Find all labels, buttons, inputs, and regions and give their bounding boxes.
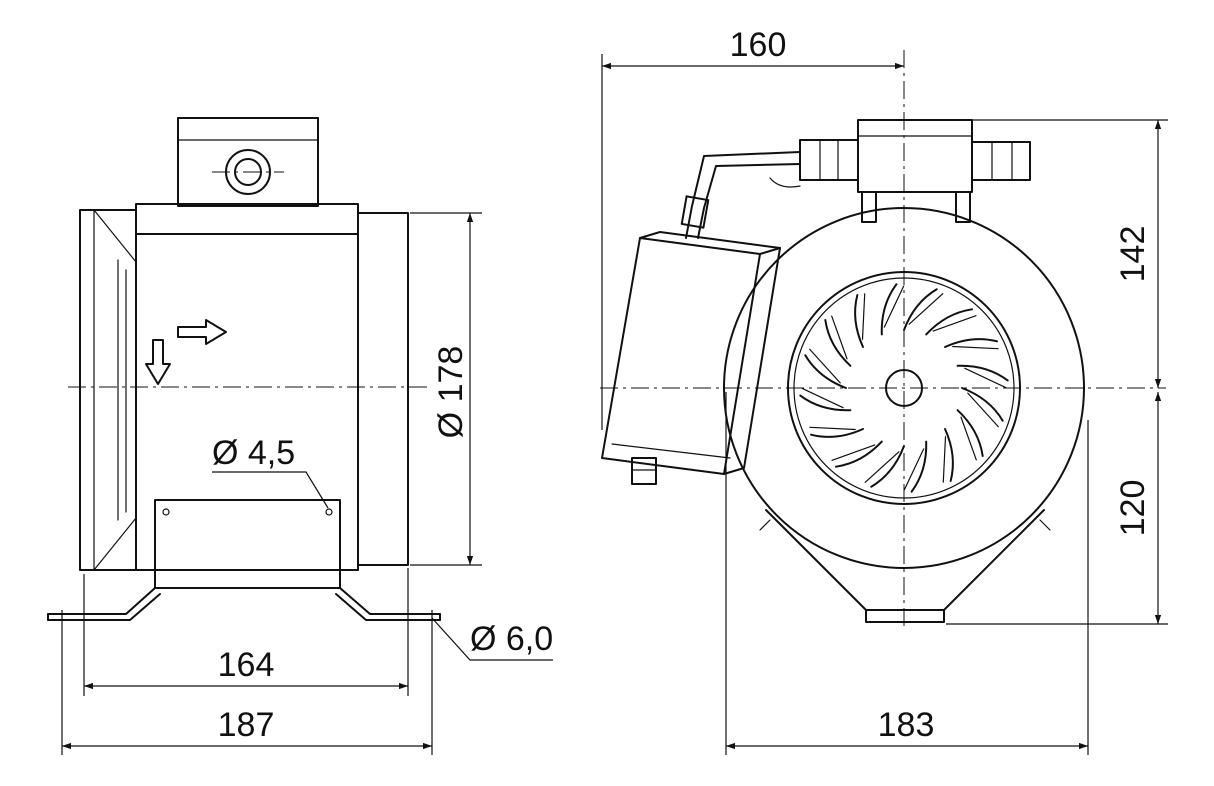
impeller-blade-edge <box>831 444 876 461</box>
airflow-arrow-right <box>177 319 227 345</box>
impeller-blade <box>956 409 984 458</box>
impeller <box>799 283 1009 493</box>
impeller-blade <box>804 354 847 389</box>
dim-width-187: 187 <box>218 706 275 744</box>
impeller-blade-edge <box>861 293 866 340</box>
dim-diameter-178: Ø 178 <box>432 346 470 439</box>
side-view: Ø 178 Ø 4,5 Ø 6,0 164 187 <box>47 117 553 755</box>
impeller-blade <box>854 294 864 348</box>
fan-housing <box>79 203 409 571</box>
dim-width-164: 164 <box>218 646 275 684</box>
impeller-blade <box>799 394 852 412</box>
impeller-blade-edge <box>952 345 999 350</box>
impeller-blade-edge <box>864 451 900 483</box>
airflow-arrow-down <box>145 339 171 385</box>
impeller-blade-edge <box>967 392 999 428</box>
impeller-blade <box>944 338 998 348</box>
impeller-blade <box>824 318 852 367</box>
impeller-blade <box>925 308 974 336</box>
impeller-blade-edge <box>801 387 844 409</box>
mounting-plate <box>154 499 341 589</box>
front-view: 160 142 120 183 <box>600 26 1168 755</box>
impeller-blade <box>961 387 1004 422</box>
terminal-box-front <box>799 119 1031 223</box>
impeller-blade <box>944 428 954 482</box>
dim-height-142: 142 <box>1114 226 1152 283</box>
impeller-blade-edge <box>809 426 856 431</box>
impeller-blade <box>956 364 1009 382</box>
impeller-blade <box>910 440 928 493</box>
impeller-blade <box>810 428 864 438</box>
impeller-blade <box>880 283 898 336</box>
impeller-blade <box>903 288 938 331</box>
impeller-blade-edge <box>932 315 977 332</box>
capacitor-box <box>601 231 781 485</box>
impeller-blade-edge <box>964 367 1007 389</box>
impeller-blade-edge <box>883 285 905 328</box>
dim-foot-hole-6-0: Ø 6,0 <box>470 620 553 658</box>
mounting-foot <box>47 587 441 621</box>
impeller-blade-edge <box>942 436 947 483</box>
dim-width-183: 183 <box>878 706 935 744</box>
impeller-blade-edge <box>903 448 925 491</box>
impeller-blade-edge <box>831 315 848 360</box>
dim-hole-4-5: Ø 4,5 <box>212 434 295 472</box>
impeller-blade-edge <box>908 293 944 325</box>
dim-height-120: 120 <box>1114 480 1152 537</box>
impeller-blade <box>834 440 883 468</box>
impeller-blade-edge <box>809 348 841 384</box>
impeller-blade <box>870 445 905 488</box>
dim-width-160: 160 <box>730 26 787 64</box>
cable <box>680 151 801 239</box>
impeller-blade-edge <box>960 416 977 461</box>
terminal-box <box>177 117 319 207</box>
